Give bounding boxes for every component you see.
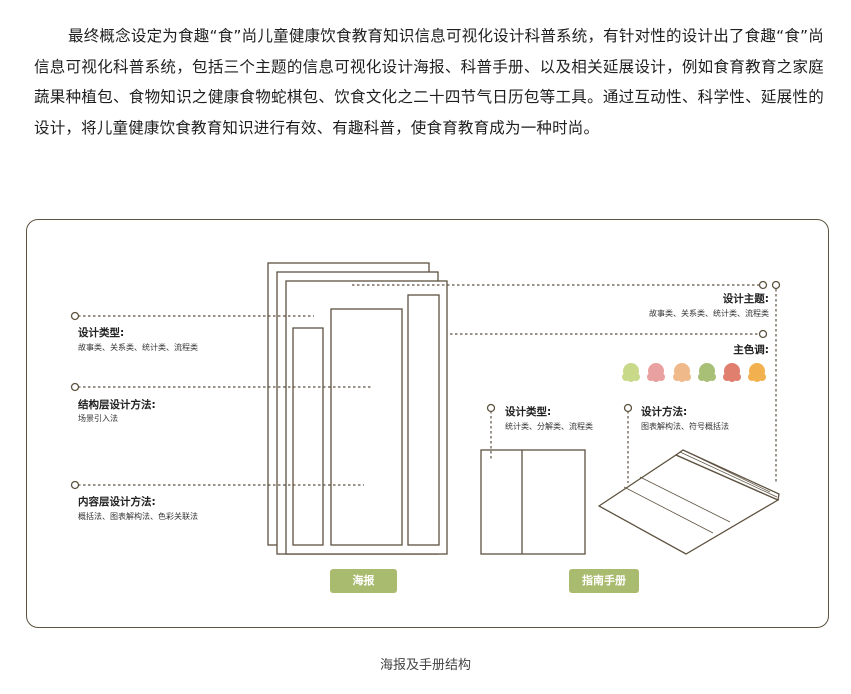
swatch-6-icon xyxy=(748,363,766,382)
poster-content-desc: 概括法、图表解构法、色彩关联法 xyxy=(78,512,198,521)
folded-booklet-front xyxy=(597,454,780,555)
poster-column-1 xyxy=(292,327,324,546)
intro-paragraph: 最终概念设定为食趣“食”尚儿童健康饮食教育知识信息可视化设计科普系统，有针对性的… xyxy=(34,27,824,137)
swatch-3-icon xyxy=(673,363,691,382)
swatch-4-icon xyxy=(698,363,716,382)
figure-caption: 海报及手册结构 xyxy=(379,658,471,673)
main-color-title: 主色调: xyxy=(733,344,769,356)
marker-poster-content xyxy=(70,480,80,490)
marker-poster-design-type xyxy=(70,311,80,321)
marker-poster-structure xyxy=(70,382,80,392)
design-theme-title: 设计主题: xyxy=(722,293,769,305)
color-swatches xyxy=(622,363,766,382)
marker-main-color xyxy=(758,329,768,339)
poster-content-title: 内容层设计方法: xyxy=(78,496,156,508)
manual-design-method-desc: 图表解构法、符号概括法 xyxy=(641,422,729,431)
folded-booklet-pages xyxy=(674,449,780,501)
poster-tag: 海报 xyxy=(330,569,397,593)
swatch-1-icon xyxy=(622,363,640,382)
manual-book xyxy=(480,449,586,555)
manual-design-type-desc: 统计类、分解类、流程类 xyxy=(505,422,593,431)
marker-manual-method xyxy=(623,403,633,413)
diagram-frame xyxy=(26,219,829,628)
poster-column-2 xyxy=(330,308,403,546)
poster-sheet-front xyxy=(285,280,448,555)
swatch-2-icon xyxy=(647,363,665,382)
poster-structure-desc: 场景引入法 xyxy=(78,414,118,423)
manual-tag: 指南手册 xyxy=(569,569,639,593)
manual-design-method-title: 设计方法: xyxy=(641,406,688,418)
poster-column-3 xyxy=(407,294,440,546)
manual-design-type-title: 设计类型: xyxy=(505,406,552,418)
poster-design-type-desc: 故事类、关系类、统计类、流程类 xyxy=(78,343,198,352)
poster-design-type-title: 设计类型: xyxy=(78,327,125,339)
swatch-5-icon xyxy=(723,363,741,382)
marker-manual-type xyxy=(486,403,496,413)
marker-booklet xyxy=(771,280,781,290)
design-theme-desc: 故事类、关系类、统计类、流程类 xyxy=(649,309,769,318)
marker-design-theme xyxy=(758,280,768,290)
poster-structure-title: 结构层设计方法: xyxy=(78,399,156,411)
